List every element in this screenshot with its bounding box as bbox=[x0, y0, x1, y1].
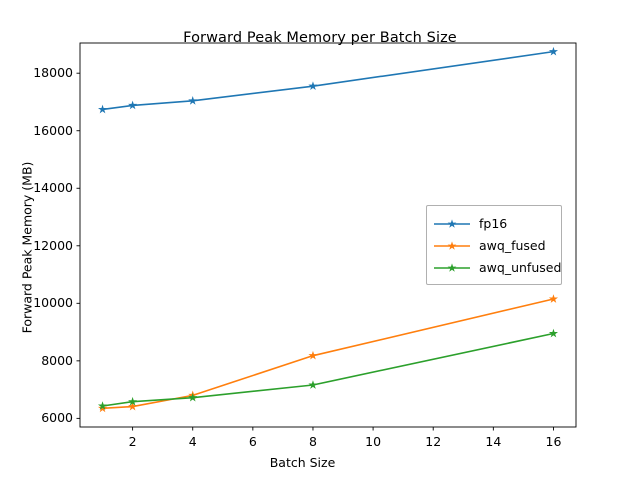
legend-swatch-awq-unfused bbox=[433, 260, 471, 274]
x-axis-label: Batch Size bbox=[269, 455, 336, 470]
legend-item-fp16[interactable]: fp16 bbox=[433, 212, 555, 234]
legend-label-fp16: fp16 bbox=[479, 215, 508, 231]
chart-title: Forward Peak Memory per Batch Size bbox=[183, 30, 457, 46]
axes-frame bbox=[79, 42, 577, 428]
series-fp16 bbox=[97, 46, 559, 114]
legend-item-awq-fused[interactable]: awq_fused bbox=[433, 234, 555, 256]
legend-label-awq-unfused: awq_unfused bbox=[479, 259, 562, 275]
data-series-group bbox=[97, 46, 559, 413]
series-awq_fused bbox=[97, 294, 559, 413]
chart-legend: fp16 awq_fused awq_unfused bbox=[426, 205, 562, 285]
series-awq_unfused bbox=[97, 328, 559, 410]
legend-label-awq-fused: awq_fused bbox=[479, 237, 546, 253]
axis-ticks bbox=[76, 72, 554, 431]
legend-swatch-fp16 bbox=[433, 216, 471, 230]
legend-swatch-awq-fused bbox=[433, 238, 471, 252]
legend-item-awq-unfused[interactable]: awq_unfused bbox=[433, 256, 561, 278]
